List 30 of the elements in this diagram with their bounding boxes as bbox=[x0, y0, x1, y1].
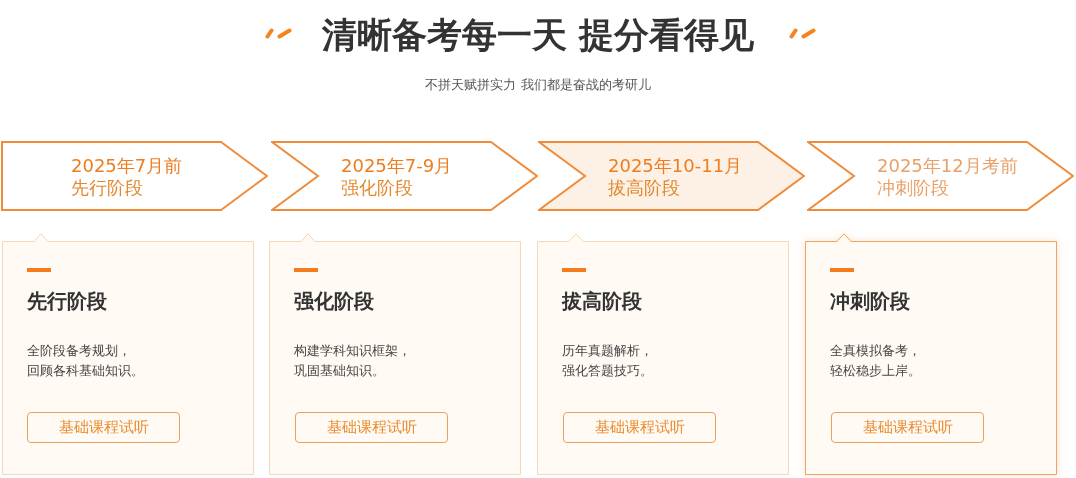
stage-heading: 先行阶段 bbox=[27, 289, 107, 313]
stage-description: 全真模拟备考，轻松稳步上岸。 bbox=[830, 342, 921, 380]
stage-heading: 冲刺阶段 bbox=[830, 289, 910, 313]
trial-button: 基础课程试听 bbox=[831, 412, 984, 443]
chevron-step bbox=[807, 141, 1074, 211]
stage-card bbox=[269, 233, 521, 475]
date-label: 2025年12月考前 bbox=[877, 155, 1018, 177]
date-label: 2025年10-11月 bbox=[608, 155, 743, 177]
stage-card bbox=[805, 233, 1057, 475]
trial-button: 基础课程试听 bbox=[27, 412, 180, 443]
stage-description: 全阶段备考规划，回顾各科基础知识。 bbox=[27, 342, 144, 380]
chevron-step bbox=[538, 141, 805, 211]
page-title: 清晰备考每一天 提分看得见 bbox=[321, 16, 755, 54]
stage-card bbox=[2, 233, 254, 475]
stage-card bbox=[537, 233, 789, 475]
stage-label: 强化阶段 bbox=[341, 177, 413, 199]
trial-button: 基础课程试听 bbox=[563, 412, 716, 443]
chevron-step bbox=[1, 141, 268, 211]
date-label: 2025年7月前 bbox=[71, 155, 183, 177]
stage-description: 构建学科知识框架，巩固基础知识。 bbox=[294, 342, 411, 380]
stage-heading: 强化阶段 bbox=[294, 289, 374, 313]
stage-heading: 拔高阶段 bbox=[562, 289, 642, 313]
stage-label: 拔高阶段 bbox=[608, 177, 680, 199]
date-label: 2025年7-9月 bbox=[341, 155, 453, 177]
chevron-step bbox=[271, 141, 538, 211]
trial-button: 基础课程试听 bbox=[295, 412, 448, 443]
stage-label: 先行阶段 bbox=[71, 177, 143, 199]
stage-label: 冲刺阶段 bbox=[877, 177, 949, 199]
stage-description: 历年真题解析，强化答题技巧。 bbox=[562, 342, 653, 380]
subtitle: 不拼天赋拼实力 我们都是奋战的考研儿 bbox=[425, 76, 651, 93]
